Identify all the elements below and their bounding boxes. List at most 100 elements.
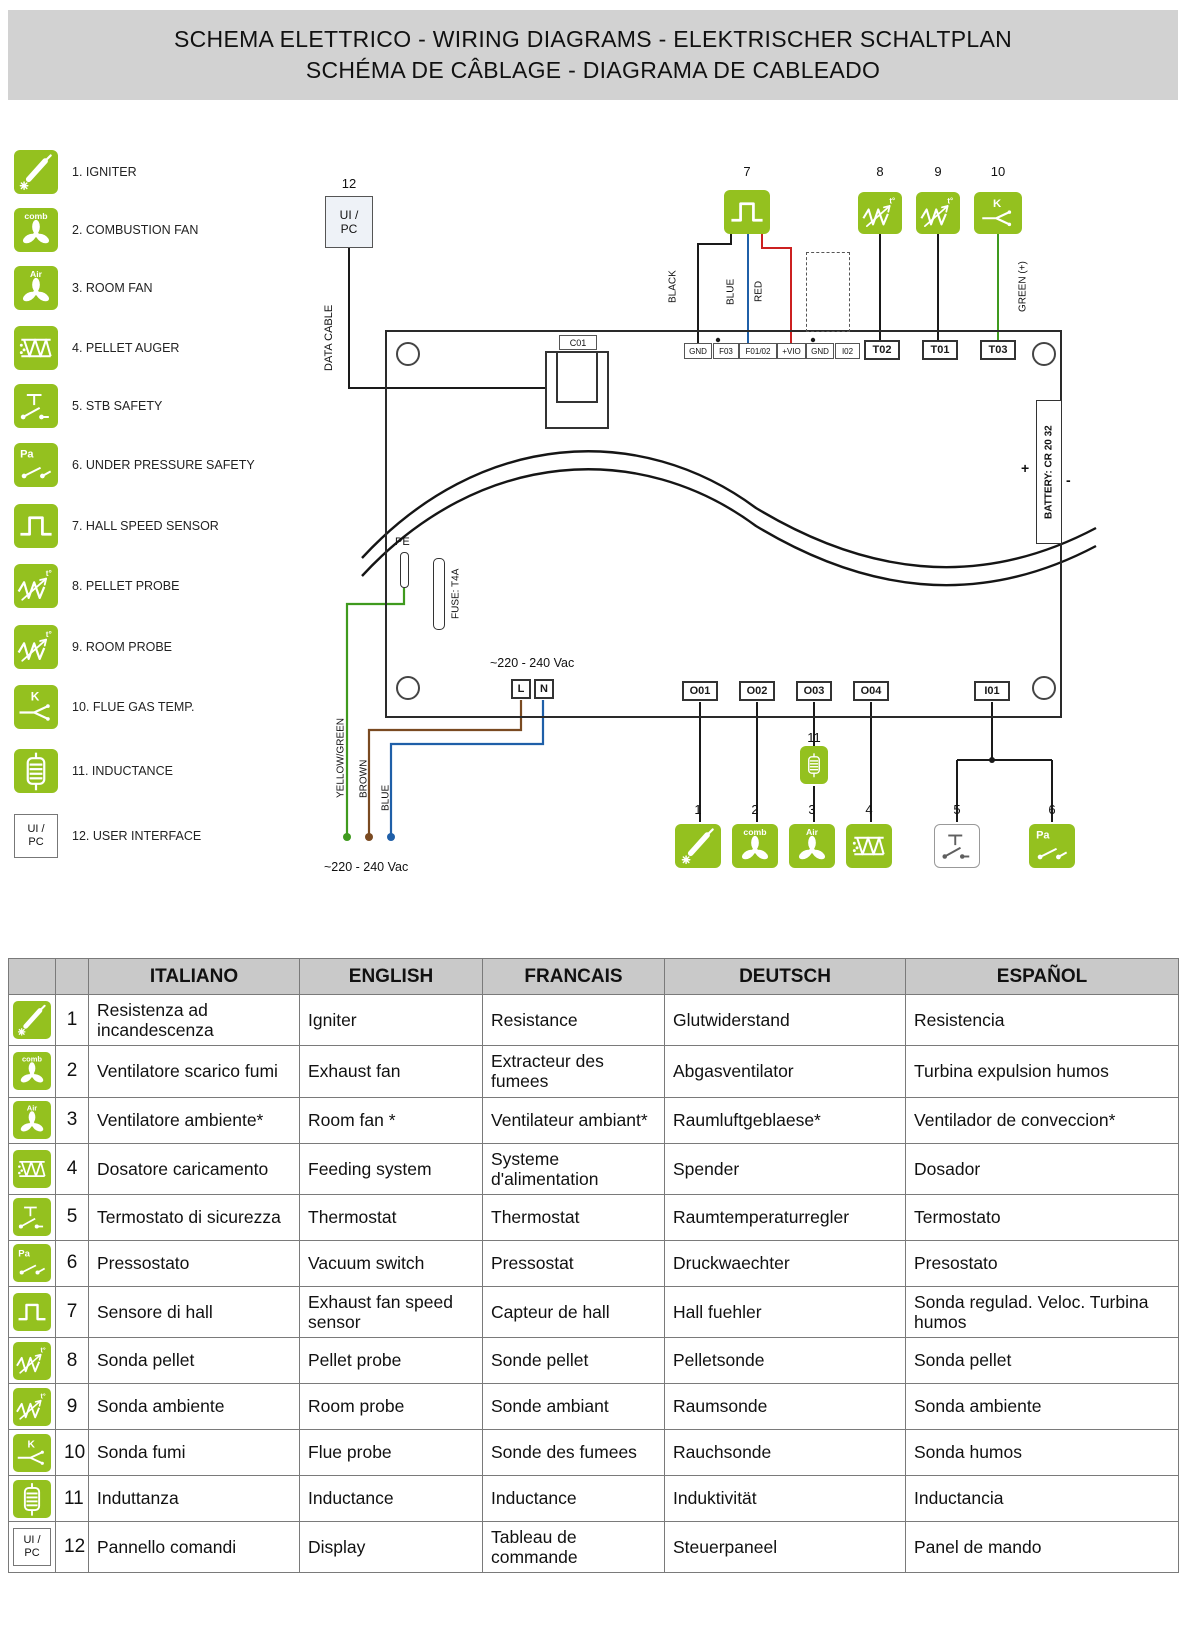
battery-box [1036, 400, 1062, 544]
cell-italiano: Sonda ambiente [88, 1383, 300, 1430]
stb-safety-icon [934, 824, 980, 868]
terminal-f01-02: F01/02 [739, 343, 777, 359]
cell-francais: Ventilateur ambiant* [482, 1096, 665, 1144]
svg-text:t°: t° [46, 630, 52, 639]
device-number-2: 2 [751, 802, 759, 817]
inductance-icon [13, 1479, 51, 1518]
fuse-component [433, 558, 445, 630]
hall-sensor-icon [724, 190, 770, 234]
flue-probe-icon: K [974, 192, 1022, 234]
svg-text:Air: Air [806, 827, 819, 837]
cell-deutsch: Induktivität [664, 1475, 906, 1522]
cell-english: Flue probe [299, 1429, 483, 1476]
ui-pc-text: UI / PC [13, 1528, 51, 1567]
stb-safety-icon [14, 384, 58, 428]
pellet-auger-icon [846, 824, 892, 868]
c01-label: C01 [559, 335, 597, 350]
legend-label: 7. HALL SPEED SENSOR [72, 519, 219, 533]
cell-espanol: Sonda humos [905, 1429, 1179, 1476]
row-number: 5 [55, 1193, 89, 1241]
cell-italiano: Dosatore caricamento [88, 1142, 300, 1195]
header-num-col [55, 958, 89, 995]
terminal-t02: T02 [864, 340, 900, 360]
row-number: 11 [55, 1475, 89, 1522]
cell-italiano: Sonda pellet [88, 1337, 300, 1384]
row-number: 10 [55, 1429, 89, 1476]
igniter-icon [14, 150, 58, 194]
row-number: 7 [55, 1285, 89, 1339]
wiring-diagram: 12 UI / PC DATA CABLE C01 GND F03 F01/02… [0, 130, 1186, 930]
room-probe-icon: t° [14, 625, 58, 669]
cell-deutsch: Raumluftgeblaese* [664, 1096, 906, 1144]
legend-label: 10. FLUE GAS TEMP. [72, 700, 195, 714]
terminal-t01: T01 [922, 340, 958, 360]
room-fan-icon: Air [14, 266, 58, 310]
inductance-icon [14, 749, 58, 793]
cell-espanol: Inductancia [905, 1475, 1179, 1522]
pellet-probe-icon: t° [13, 1341, 51, 1380]
table-header-italiano: ITALIANO [88, 958, 300, 995]
legend-label: 4. PELLET AUGER [72, 341, 180, 355]
inductance-icon [800, 746, 828, 784]
cell-italiano: Ventilatore ambiente* [88, 1096, 300, 1144]
cell-deutsch: Spender [664, 1142, 906, 1195]
earth-wire-end-dot [343, 833, 351, 841]
cell-italiano: Termostato di sicurezza [88, 1193, 300, 1241]
cell-francais: Sonde des fumees [482, 1429, 665, 1476]
legend-item-stb-safety: 5. STB SAFETY [14, 384, 162, 428]
wire-label-blue: BLUE [725, 278, 737, 306]
terminal-f03: F03 [713, 343, 739, 359]
cell-english: Igniter [299, 993, 483, 1047]
sensor-number-8: 8 [876, 164, 884, 179]
cell-espanol: Resistencia [905, 993, 1179, 1047]
cell-francais: Sonde pellet [482, 1337, 665, 1384]
pellet-probe-icon: t° [858, 192, 902, 234]
brown-wire-end-dot [365, 833, 373, 841]
cell-espanol: Sonda ambiente [905, 1383, 1179, 1430]
wire-label-green: GREEN (+) [1017, 261, 1029, 313]
cell-espanol: Sonda pellet [905, 1337, 1179, 1384]
svg-text:comb: comb [22, 1055, 42, 1064]
cell-francais: Systeme d'alimentation [482, 1142, 665, 1195]
svg-text:Pa: Pa [18, 1249, 30, 1260]
legend-item-inductance: 11. INDUCTANCE [14, 749, 173, 793]
pe-terminal [400, 552, 409, 588]
cell-deutsch: Druckwaechter [664, 1239, 906, 1287]
svg-text:t°: t° [40, 1346, 45, 1354]
svg-text:comb: comb [743, 827, 766, 837]
cell-italiano: Pannello comandi [88, 1520, 300, 1574]
mounting-hole [1032, 676, 1056, 700]
row-icon-cell: Air [8, 1096, 56, 1144]
terminal-t03: T03 [980, 340, 1016, 360]
terminal-i01: I01 [974, 681, 1010, 701]
device-number-4: 4 [865, 802, 873, 817]
blue-wire-end-dot [387, 833, 395, 841]
row-number: 1 [55, 993, 89, 1047]
row-icon-cell [8, 1142, 56, 1195]
pellet-probe-icon: t° [14, 564, 58, 608]
data-cable-label: DATA CABLE [323, 304, 335, 372]
legend-item-pellet-probe: t°8. PELLET PROBE [14, 564, 179, 608]
terminal-i02: I02 [835, 343, 860, 359]
terminal-o04: O04 [853, 681, 889, 701]
wire-yellow-green-earth [345, 588, 406, 834]
cell-italiano: Sonda fumi [88, 1429, 300, 1476]
wire-brown-live [367, 700, 523, 834]
device-number-3: 3 [808, 802, 816, 817]
cell-deutsch: Rauchsonde [664, 1429, 906, 1476]
room-probe-icon: t° [916, 192, 960, 234]
hall-sensor-icon [14, 504, 58, 548]
row-number: 9 [55, 1383, 89, 1430]
cell-english: Exhaust fan [299, 1045, 483, 1098]
battery-label: BATTERY: CR 20 32 [1043, 425, 1055, 519]
row-number: 2 [55, 1045, 89, 1098]
cell-italiano: Resistenza ad incandescenza [88, 993, 300, 1047]
wire-label-brown: BROWN [358, 759, 370, 799]
table-header-english: ENGLISH [299, 958, 483, 995]
cell-english: Vacuum switch [299, 1239, 483, 1287]
